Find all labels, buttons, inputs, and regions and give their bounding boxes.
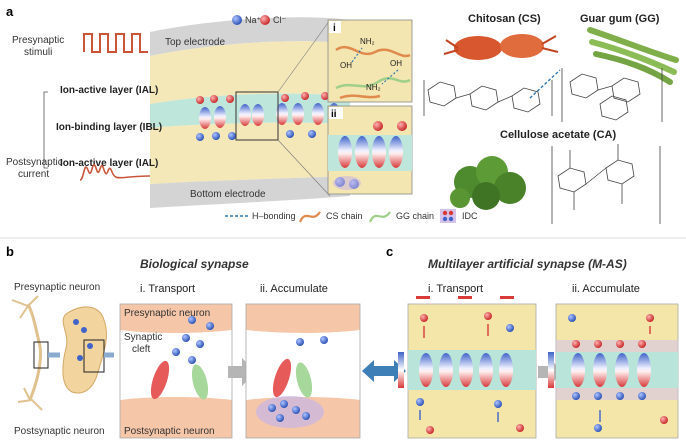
cl-ion-legend-icon (260, 15, 270, 25)
gg-chain (335, 77, 411, 90)
inset-i-tag (329, 21, 341, 33)
green-beans-image (587, 27, 679, 85)
idc-legend-cl (442, 210, 448, 216)
inset-i-box (327, 19, 413, 103)
b-transport-ions (150, 316, 214, 400)
ca-structure (551, 144, 661, 224)
cs-chain-bottom (339, 94, 381, 100)
panel-c-letter: c (386, 244, 393, 259)
hbond-line-1 (351, 47, 363, 63)
inset-ii-tag (329, 107, 343, 119)
b-transport-box (119, 303, 233, 439)
hbond-legend-label: H–bonding (252, 211, 296, 221)
zoom-line-top (277, 19, 331, 93)
gg-chain-legend-label: GG chain (396, 211, 434, 221)
inset-ii-label: ii (331, 109, 337, 120)
idc-legend-label: IDC (462, 211, 478, 221)
cs-chain-top (335, 45, 411, 58)
presynaptic-stimuli-label-1: Presynaptic (12, 35, 64, 46)
panel-b-title: Biological synapse (140, 257, 249, 271)
zoom-line-bottom (277, 139, 331, 197)
postsynaptic-current-label-1: Postsynaptic (6, 157, 63, 168)
top-electrode-label: Top electrode (165, 37, 225, 48)
panel-b-letter: b (6, 244, 14, 259)
inset-i-label: i (333, 23, 336, 34)
cs-chain-legend-icon (298, 211, 321, 223)
c-transport-ions (416, 312, 524, 434)
b-accumulate-ions (268, 336, 328, 422)
presynaptic-neuron-label: Presynaptic neuron (14, 282, 100, 293)
ial-bottom-label: Ion-active layer (IAL) (60, 158, 158, 169)
nh2-bottom: NH₂ (366, 83, 381, 92)
c-accumulate-ions (568, 314, 668, 432)
c-accumulate-box (548, 303, 679, 439)
cs-gg-structure (423, 68, 663, 122)
bottom-electrode (150, 176, 350, 208)
pulse-train-icon (83, 33, 148, 53)
guar-gum-label: Guar gum (GG) (580, 13, 660, 25)
current-waveform-icon (79, 164, 151, 181)
inset-ii-idc (333, 121, 407, 190)
panel-a-letter: a (6, 4, 14, 19)
ion-active-layer-bottom (150, 122, 350, 184)
panel-c-title: Multilayer artificial synapse (M-AS) (428, 257, 627, 271)
b-presynaptic-neuron-label: Presynaptic neuron (124, 308, 210, 319)
c-transport-label: i. Transport (428, 283, 483, 295)
cs-chain-legend-label: CS chain (326, 211, 363, 221)
chitosan-label: Chitosan (CS) (468, 13, 541, 25)
cs-gg-hbond (529, 69, 561, 99)
plant-image (450, 156, 526, 210)
ial-top-label: Ion-active layer (IAL) (60, 85, 158, 96)
na-ion-legend-icon (232, 15, 242, 25)
idc-legend-icon (440, 209, 456, 223)
oh-left: OH (340, 61, 352, 70)
idc-legend-cl-2 (448, 210, 454, 216)
c-accumulate-label: ii. Accumulate (572, 283, 640, 295)
neuron-drawing (11, 295, 107, 411)
bottom-electrode-label: Bottom electrode (190, 189, 266, 200)
crab-shrimp-image (443, 34, 559, 60)
nh2-top: NH₂ (360, 37, 375, 46)
na-legend-label: Na⁺ (245, 15, 262, 25)
b-accumulate-label: ii. Accumulate (260, 283, 328, 295)
idc-legend-na (442, 216, 448, 222)
b-postsynaptic-neuron-label: Postsynaptic neuron (124, 426, 215, 437)
zoom-box (235, 91, 279, 141)
device-idc-group (199, 103, 340, 129)
top-electrode (150, 17, 350, 56)
gg-chain-legend-icon (368, 211, 391, 223)
hbond-line-2 (381, 69, 399, 85)
cl-legend-label: Cl⁻ (273, 15, 286, 25)
postsynaptic-neuron-label: Postsynaptic neuron (14, 426, 105, 437)
synaptic-cleft-label-2: cleft (132, 344, 151, 355)
presynaptic-stimuli-label-2: stimuli (24, 47, 52, 58)
postsynaptic-current-label-2: current (18, 169, 49, 180)
ibl-label: Ion-binding layer (IBL) (56, 122, 162, 133)
idc-legend-na-2 (448, 216, 454, 222)
c-pulse-marks (416, 296, 514, 299)
b-transport-label: i. Transport (140, 283, 195, 295)
ion-active-layer-top (150, 41, 350, 104)
synaptic-cleft-label-1: Synaptic (124, 332, 162, 343)
cellulose-acetate-label: Cellulose acetate (CA) (500, 129, 616, 141)
comparison-double-arrow (362, 360, 406, 382)
layer-bracket (43, 91, 48, 169)
oh-right: OH (390, 59, 402, 68)
